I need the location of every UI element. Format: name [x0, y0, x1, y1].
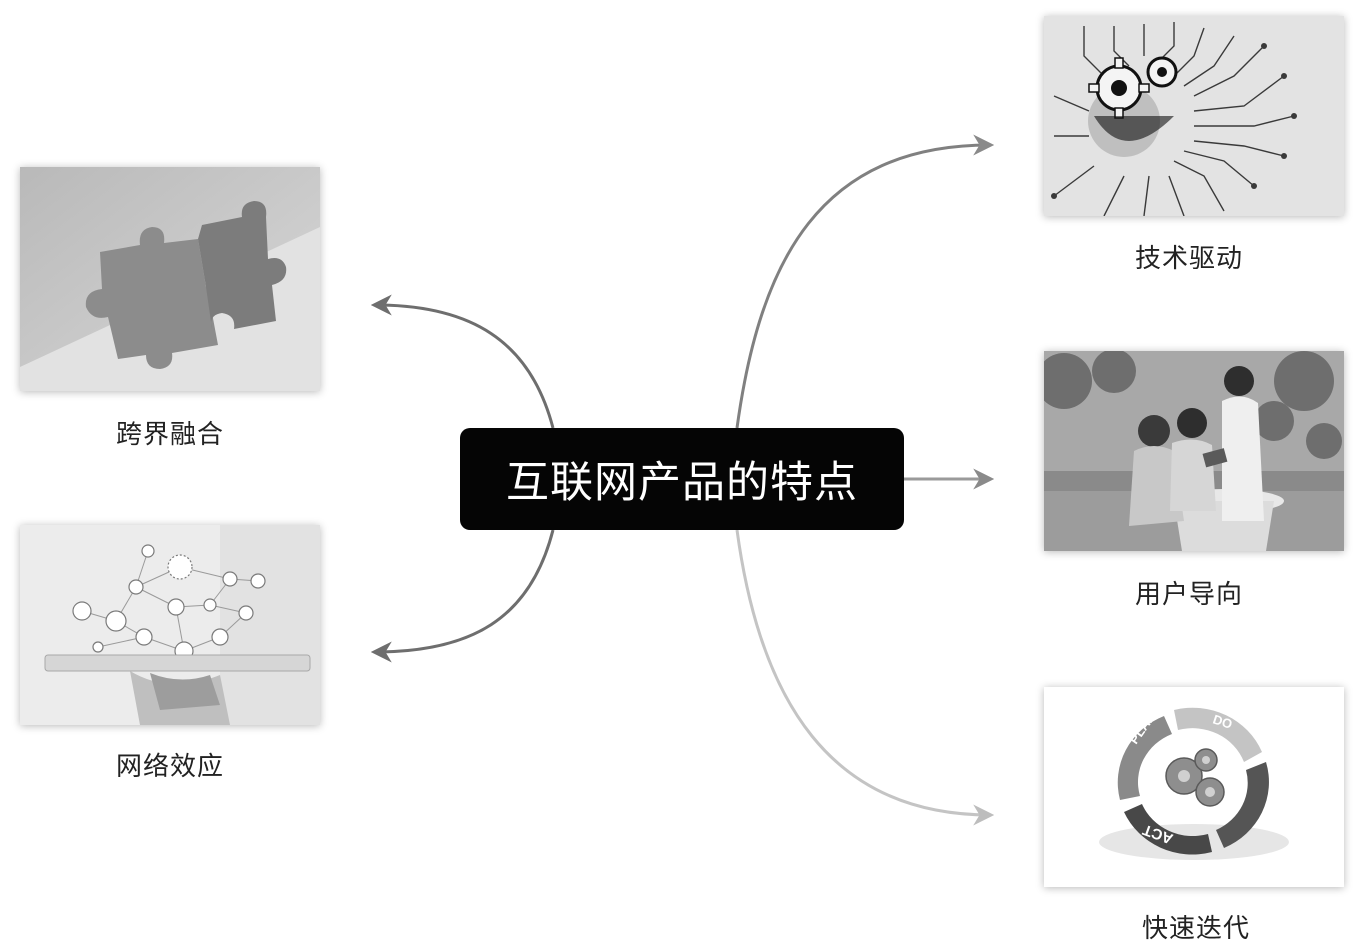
central-topic: 互联网产品的特点 [460, 428, 904, 530]
people-cafe-image [1044, 351, 1344, 551]
arrow-to-kuajie [370, 294, 555, 429]
puzzle-pieces-image [20, 167, 320, 391]
central-topic-text: 互联网产品的特点 [506, 458, 858, 508]
arrow-to-wangluo [370, 529, 555, 663]
label-kuajie: 跨界融合 [115, 420, 224, 450]
label-kuaisu: 快速迭代 [1141, 914, 1250, 944]
arrow-to-jishu [735, 134, 995, 429]
label-jishu: 技术驱动 [1134, 244, 1243, 274]
label-wangluo: 网络效应 [115, 752, 224, 782]
pdca-cycle-image: PLAN DO CHECK ACT [1044, 687, 1344, 887]
label-yonghu: 用户导向 [1134, 580, 1243, 610]
arrow-to-kuaisu [735, 529, 995, 826]
network-tablet-image [20, 525, 320, 725]
gears-circuit-image [1044, 16, 1344, 216]
pdca-do-text: DO [1211, 712, 1234, 732]
